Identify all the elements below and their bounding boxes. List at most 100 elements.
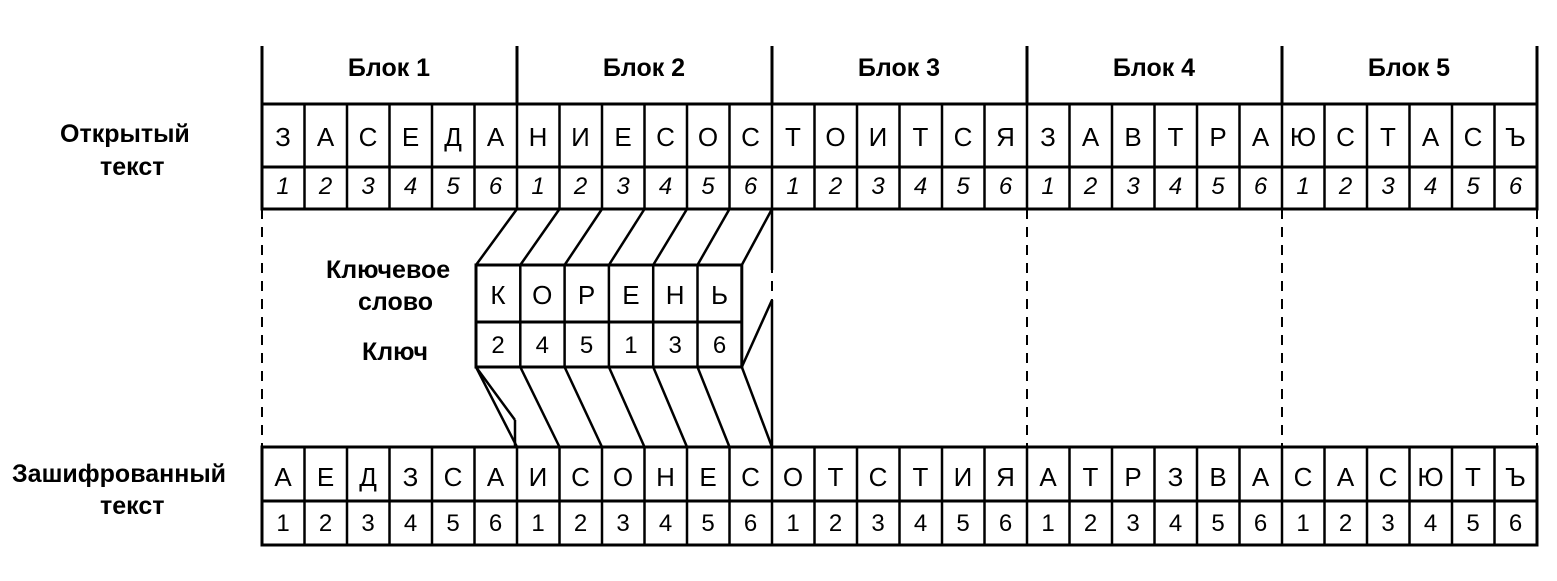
ciphertext-position-number: 3 <box>1126 510 1140 537</box>
plaintext-letter: Н <box>528 122 548 152</box>
plaintext-position-number: 1 <box>786 173 800 200</box>
plaintext-position-number: 2 <box>1338 173 1353 200</box>
projection-line-bottom <box>696 366 731 448</box>
ciphertext-letter: Т <box>1465 462 1481 492</box>
projection-line-top <box>607 208 646 266</box>
projection-line-bottom <box>652 366 689 448</box>
ciphertext-position-number: 4 <box>403 510 418 537</box>
ciphertext-letter: Р <box>1124 462 1142 492</box>
ciphertext-position-number: 6 <box>1508 510 1523 537</box>
ciphertext-position-number: 1 <box>1041 510 1055 537</box>
ciphertext-letter: В <box>1209 462 1227 492</box>
plaintext-position-number: 3 <box>616 173 630 200</box>
projection-line-top <box>563 208 604 266</box>
block-label: Блок 4 <box>1112 54 1196 82</box>
plaintext-position-number: 5 <box>1211 173 1225 200</box>
block-label: Блок 1 <box>347 54 431 82</box>
ciphertext-letter: И <box>528 462 548 492</box>
plaintext-label-line1: Открытый <box>60 120 190 148</box>
projection-line-bottom <box>563 366 604 448</box>
plaintext-position-number: 6 <box>743 173 758 200</box>
ciphertext-letter: Т <box>912 462 929 492</box>
ciphertext-letter: Е <box>316 462 335 492</box>
ciphertext-position-number: 3 <box>361 510 375 537</box>
ciphertext-position-number: 5 <box>446 510 460 537</box>
ciphertext-position-number: 2 <box>828 510 843 537</box>
plaintext-letter: Т <box>785 122 801 152</box>
key-label: Ключ <box>362 338 429 366</box>
ciphertext-letter: Н <box>656 462 675 492</box>
key-number: 3 <box>668 332 682 359</box>
projection-line-bottom <box>474 366 519 448</box>
plaintext-letter: З <box>275 122 291 152</box>
plaintext-letter: З <box>1040 122 1056 152</box>
plaintext-position-number: 3 <box>871 173 885 200</box>
ciphertext-position-number: 6 <box>743 510 758 537</box>
key-number: 5 <box>579 332 594 359</box>
ciphertext-letter: Ъ <box>1505 462 1526 492</box>
projection-line-top <box>652 208 689 266</box>
key-number: 4 <box>535 332 549 359</box>
key-number: 2 <box>491 332 505 359</box>
keyword-letter: К <box>490 280 506 310</box>
plaintext-position-number: 6 <box>1508 173 1523 200</box>
ciphertext-letter: С <box>1378 462 1398 492</box>
ciphertext-label-line2: текст <box>100 492 165 520</box>
ciphertext-letter: С <box>868 462 888 492</box>
ciphertext-letter: С <box>1293 462 1313 492</box>
keyword-letter: Н <box>665 280 685 310</box>
projection-line-top <box>696 208 731 266</box>
ciphertext-letter: Т <box>827 462 844 492</box>
projection-line-left <box>474 366 517 421</box>
plaintext-letter: А <box>486 122 505 152</box>
plaintext-position-number: 5 <box>446 173 460 200</box>
ciphertext-letter: И <box>953 462 973 492</box>
plaintext-letter: О <box>697 122 719 152</box>
ciphertext-position-number: 6 <box>488 510 503 537</box>
plaintext-letter: И <box>571 122 590 152</box>
ciphertext-letter: Ю <box>1417 462 1444 492</box>
plaintext-letter: С <box>953 122 973 152</box>
projection-line-bottom <box>740 366 774 448</box>
plaintext-position-number: 3 <box>361 173 375 200</box>
keyword-label-line2: слово <box>358 288 434 316</box>
plaintext-position-number: 5 <box>956 173 970 200</box>
keyword-letter: Р <box>577 280 596 310</box>
plaintext-position-number: 1 <box>531 173 545 200</box>
ciphertext-letter: А <box>274 462 292 492</box>
plaintext-position-number: 2 <box>573 173 588 200</box>
plaintext-position-number: 2 <box>828 173 843 200</box>
ciphertext-letter: А <box>486 462 505 492</box>
plaintext-position-number: 1 <box>1041 173 1055 200</box>
ciphertext-letter: Е <box>699 462 717 492</box>
ciphertext-position-number: 1 <box>276 510 290 537</box>
ciphertext-letter: Д <box>359 462 377 492</box>
plaintext-letter: А <box>1081 122 1100 152</box>
plaintext-letter: Д <box>444 122 462 152</box>
ciphertext-position-number: 2 <box>318 510 333 537</box>
plaintext-letter: О <box>825 122 846 152</box>
ciphertext-letter: С <box>571 462 590 492</box>
ciphertext-letter: А <box>1039 462 1057 492</box>
projection-line-bottom <box>519 366 561 448</box>
ciphertext-position-number: 1 <box>531 510 545 537</box>
plaintext-position-number: 1 <box>1296 173 1310 200</box>
ciphertext-letter: С <box>741 462 760 492</box>
plaintext-position-number: 6 <box>998 173 1013 200</box>
ciphertext-position-number: 5 <box>701 510 715 537</box>
plaintext-letter: Т <box>912 122 929 152</box>
ciphertext-position-number: 5 <box>956 510 970 537</box>
plaintext-letter: С <box>656 122 675 152</box>
plaintext-position-number: 4 <box>913 173 928 200</box>
key-number: 6 <box>712 332 727 359</box>
plaintext-letter: Я <box>996 122 1015 152</box>
plaintext-position-number: 3 <box>1126 173 1140 200</box>
keyword-letter: Е <box>622 280 640 310</box>
projection-line-bottom <box>607 366 646 448</box>
ciphertext-letter: А <box>1336 462 1355 492</box>
ciphertext-letter: Т <box>1082 462 1099 492</box>
plaintext-position-number: 4 <box>1423 173 1438 200</box>
plaintext-position-number: 1 <box>276 173 290 200</box>
block-label: Блок 5 <box>1367 54 1451 82</box>
